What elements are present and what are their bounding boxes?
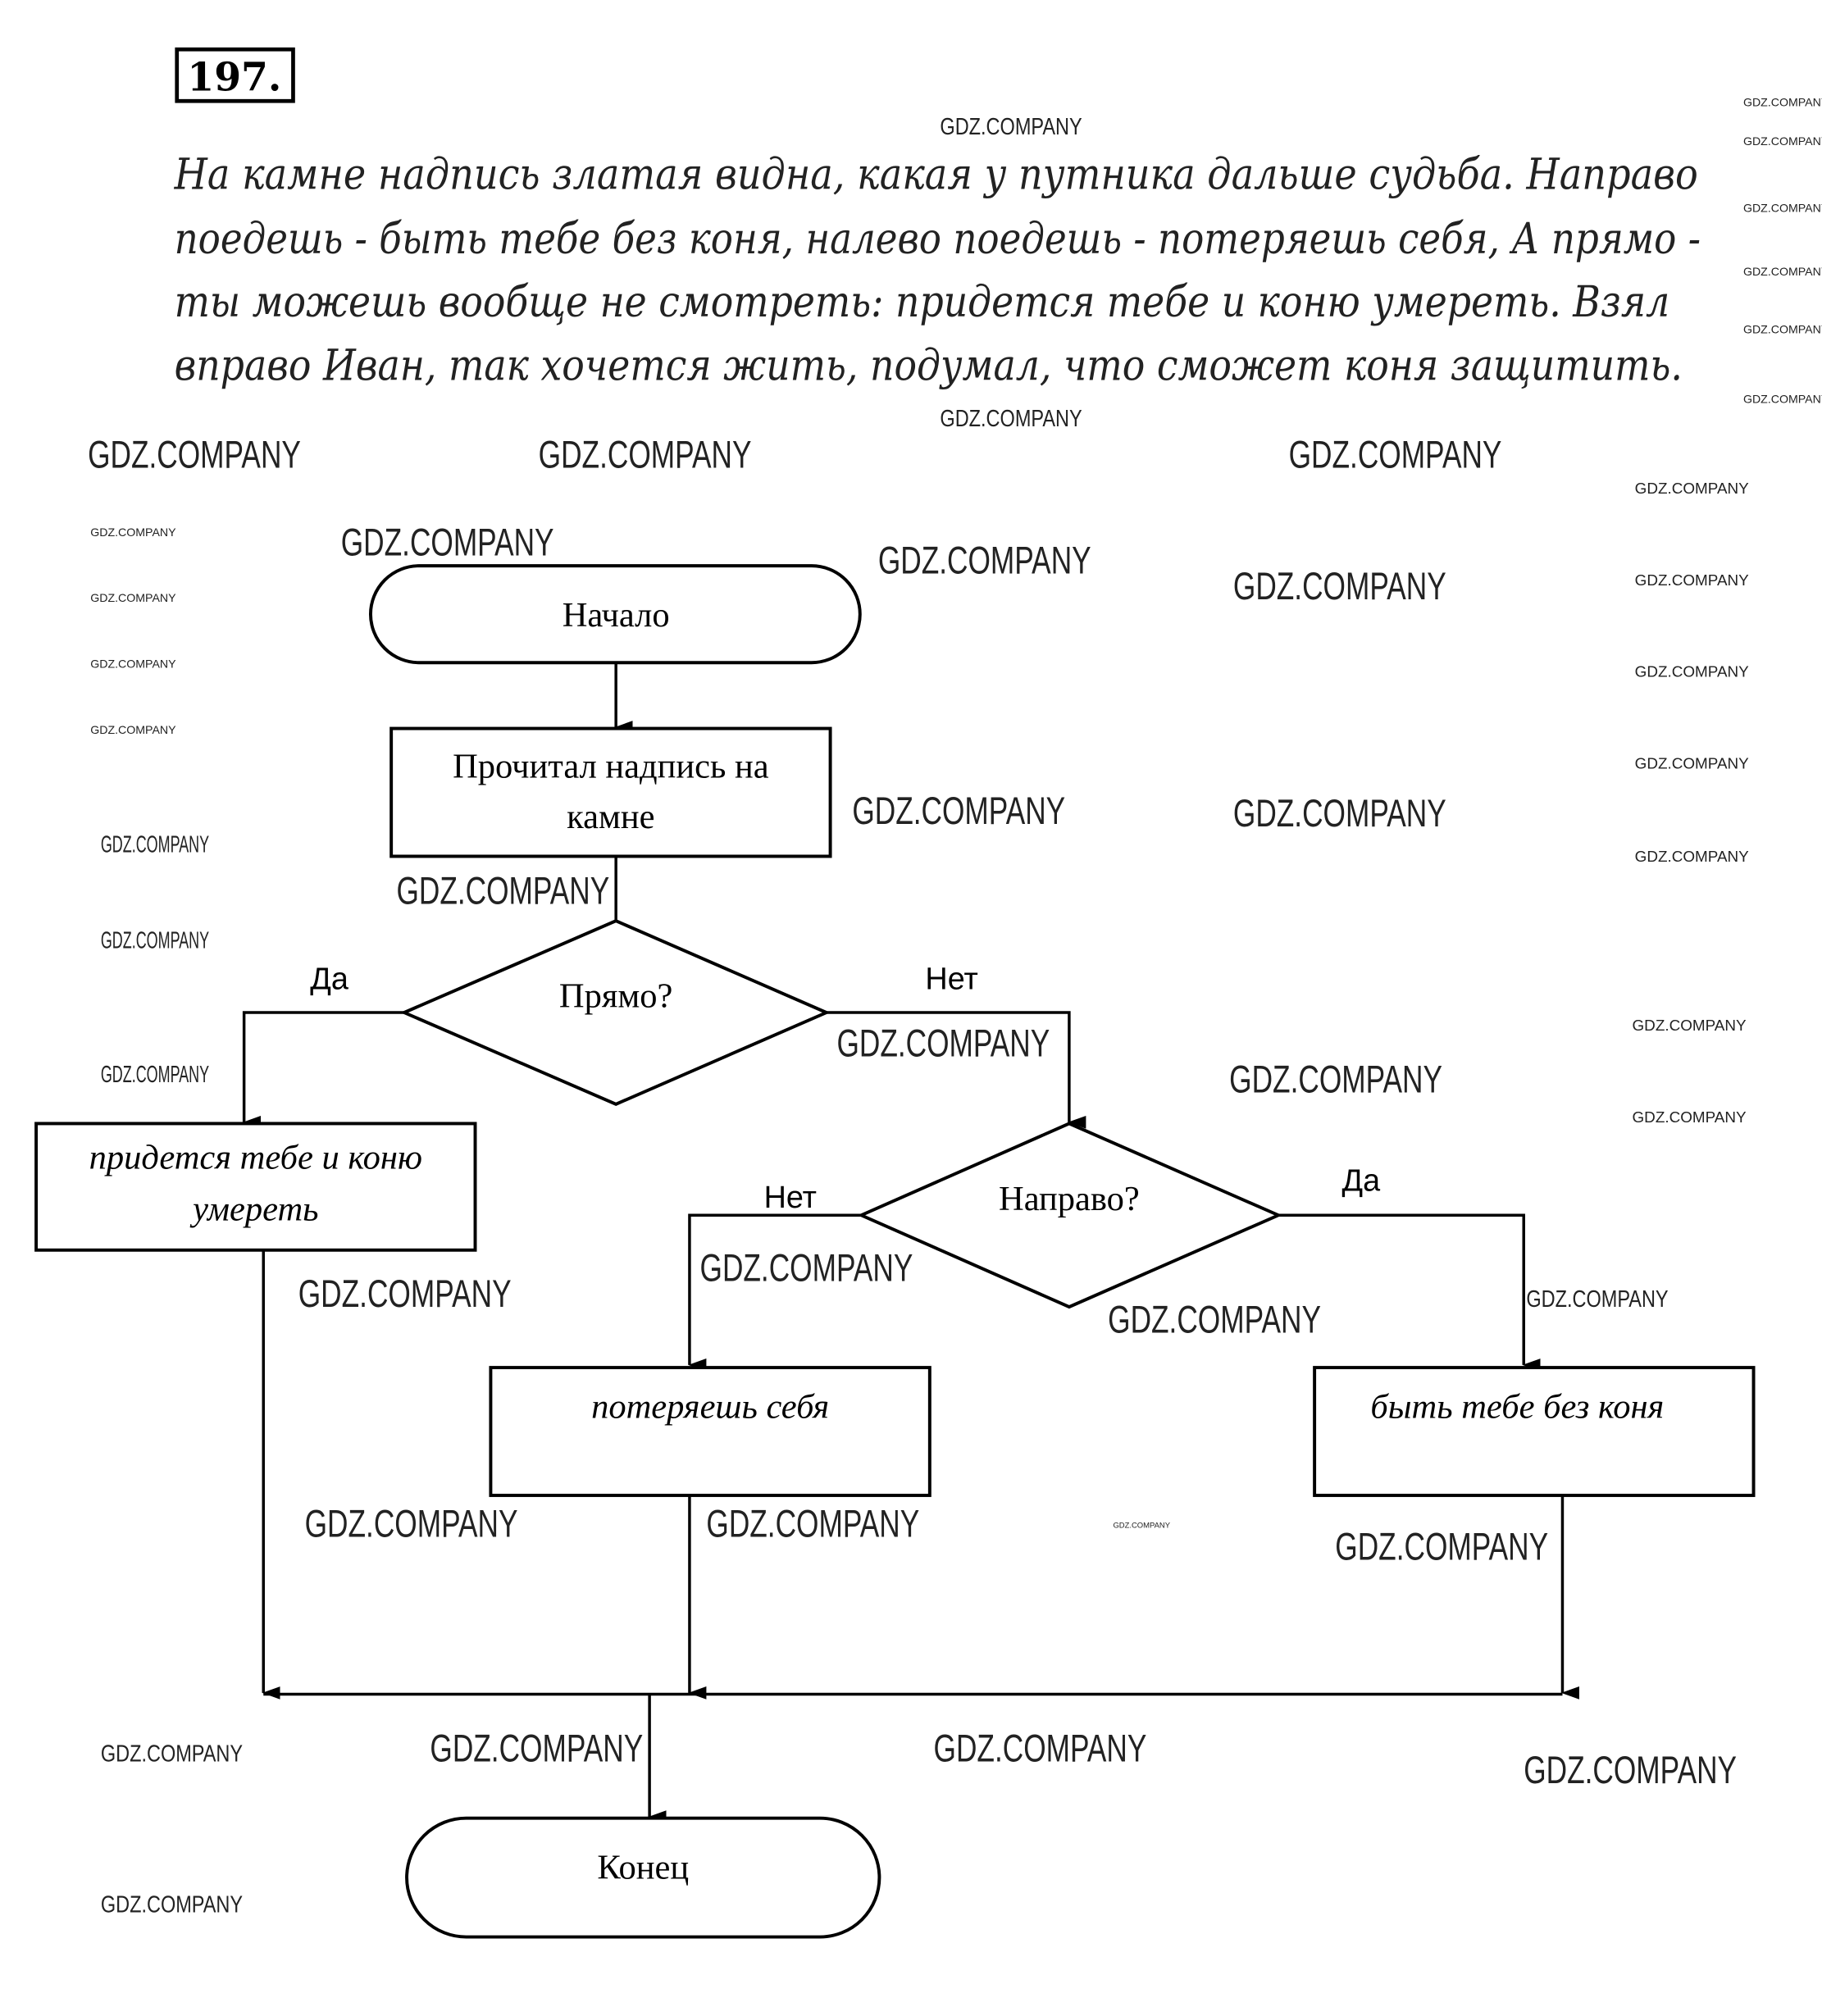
outcome-left-box: потеряешь себя [489,1366,931,1497]
watermark: GDZ.COMPANY [1335,1526,1548,1569]
poem-paragraph: На камне надпись златая видна, какая у п… [174,150,1701,390]
outcome-label: придется тебе и коню [89,1139,422,1177]
connectors [242,662,1579,1823]
task-number-text: 197. [187,56,281,101]
watermark: GDZ.COMPANY [1743,266,1822,279]
watermark: GDZ.COMPANY [90,526,176,539]
watermark: GDZ.COMPANY [1635,849,1750,866]
watermark: GDZ.COMPANY [1633,1109,1747,1126]
watermark: GDZ.COMPANY [90,724,176,737]
watermark: GDZ.COMPANY [1743,324,1822,337]
watermark: GDZ.COMPANY [430,1727,643,1770]
process-label: камне [567,798,654,836]
watermark: GDZ.COMPANY [1633,1017,1747,1035]
watermark: GDZ.COMPANY [298,1272,512,1316]
watermark: GDZ.COMPANY [101,832,209,858]
outcome-label: умереть [189,1190,318,1229]
decision-right: Направо? [857,1122,1282,1309]
watermark: GDZ.COMPANY [1524,1749,1737,1792]
watermark: GDZ.COMPANY [1289,433,1502,476]
watermark: GDZ.COMPANY [1743,203,1822,216]
watermark: GDZ.COMPANY [1635,480,1750,498]
watermark: GDZ.COMPANY [1743,394,1822,407]
watermark: GDZ.COMPANY [1743,97,1822,110]
start-terminator: Начало [368,564,862,665]
watermark: GDZ.COMPANY [101,1741,243,1767]
end-terminator: Конец [405,1816,881,1939]
decision-label: Прямо? [559,977,673,1016]
watermark: GDZ.COMPANY [396,870,609,913]
outcome-label: потеряешь себя [591,1387,829,1426]
yes-label: Да [310,962,349,997]
watermark: GDZ.COMPANY [934,1727,1147,1770]
watermark: GDZ.COMPANY [1635,664,1750,681]
no-label: Нет [925,962,977,997]
watermark: GDZ.COMPANY [1113,1521,1170,1530]
no-label: Нет [764,1181,817,1215]
watermark: GDZ.COMPANY [88,433,301,476]
process-label: Прочитал надпись на [453,747,769,785]
watermark: GDZ.COMPANY [90,592,176,605]
paragraph-line: поедешь - быть тебе без коня, налево пое… [175,215,1701,264]
watermark: GDZ.COMPANY [1233,792,1446,835]
watermark: GDZ.COMPANY [1635,755,1750,772]
watermark: GDZ.COMPANY [1108,1299,1321,1342]
watermark: GDZ.COMPANY [878,539,1091,583]
task-number: 197. [175,47,295,103]
outcome-straight-box: придется тебе и коню умереть [34,1122,477,1252]
read-inscription-process: Прочитал надпись на камне [389,726,832,858]
decision-straight: Прямо? [399,919,831,1106]
outcome-right-box: быть тебе без коня [1313,1366,1756,1497]
watermark: GDZ.COMPANY [1229,1058,1442,1102]
watermark: GDZ.COMPANY [940,406,1082,432]
watermark: GDZ.COMPANY [1635,572,1750,589]
start-label: Начало [563,596,670,635]
watermark: GDZ.COMPANY [101,927,209,953]
watermark: GDZ.COMPANY [852,790,1065,833]
watermark: GDZ.COMPANY [700,1247,913,1290]
watermark: GDZ.COMPANY [341,521,554,565]
arrow-straight-no [826,1011,1086,1129]
watermark: GDZ.COMPANY [90,658,176,671]
arrow-right-yes [1278,1213,1541,1372]
watermark: GDZ.COMPANY [940,114,1082,140]
arrow-right-no [688,1213,862,1372]
watermark: GDZ.COMPANY [101,1062,209,1088]
end-label: Конец [597,1849,689,1887]
watermark: GDZ.COMPANY [1743,135,1822,148]
watermark: GDZ.COMPANY [706,1502,919,1545]
outcome-label: быть тебе без коня [1370,1387,1664,1426]
paragraph-line: На камне надпись златая видна, какая у п… [174,150,1698,199]
watermarks: GDZ.COMPANY GDZ.COMPANY GDZ.COMPANY GDZ.… [88,97,1822,1918]
watermark: GDZ.COMPANY [101,1892,243,1918]
watermark: GDZ.COMPANY [539,433,752,476]
decision-label: Направо? [999,1180,1140,1218]
watermark: GDZ.COMPANY [1526,1286,1668,1313]
paragraph-line: вправо Иван, так хочется жить, подумал, … [175,341,1683,390]
paragraph-line: ты можешь вообще не смотреть: придется т… [175,278,1670,327]
yes-label: Да [1342,1163,1382,1198]
arrow-straight-yes [242,1011,404,1129]
watermark: GDZ.COMPANY [836,1022,1050,1066]
watermark: GDZ.COMPANY [1233,565,1446,608]
watermark: GDZ.COMPANY [305,1502,518,1545]
